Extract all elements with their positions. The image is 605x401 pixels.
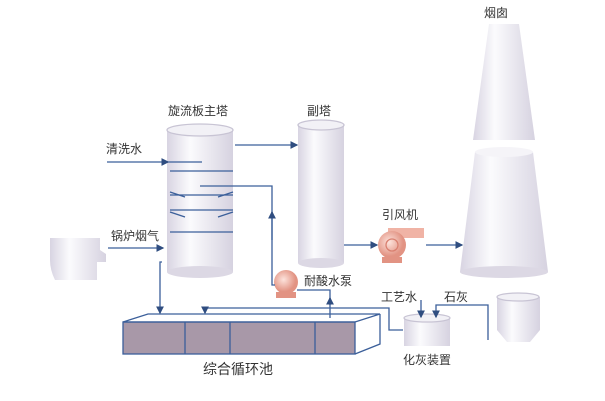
acid-pump-label: 耐酸水泵 bbox=[304, 274, 353, 288]
main-tower bbox=[166, 123, 234, 278]
boiler-hopper bbox=[50, 238, 106, 280]
induced-fan-label: 引风机 bbox=[382, 208, 419, 222]
boiler-flue-gas-label: 锅炉烟气 bbox=[111, 229, 160, 243]
chimney bbox=[460, 24, 548, 278]
lime-label: 石灰 bbox=[444, 290, 469, 304]
chimney-label: 烟囱 bbox=[484, 6, 509, 20]
lime-hopper bbox=[497, 297, 540, 342]
secondary-tower bbox=[297, 119, 345, 268]
acid-pump bbox=[274, 270, 298, 298]
circulation-pool-label: 综合循环池 bbox=[203, 362, 273, 378]
wash-water-label: 清洗水 bbox=[106, 142, 143, 156]
circulation-pool bbox=[122, 313, 381, 355]
lime-device-label: 化灰装置 bbox=[403, 353, 452, 367]
secondary-tower-label: 副塔 bbox=[307, 104, 332, 118]
induced-fan bbox=[378, 228, 424, 263]
process-water-label: 工艺水 bbox=[381, 290, 418, 304]
lime-device bbox=[404, 318, 450, 346]
main-tower-label: 旋流板主塔 bbox=[168, 104, 229, 118]
